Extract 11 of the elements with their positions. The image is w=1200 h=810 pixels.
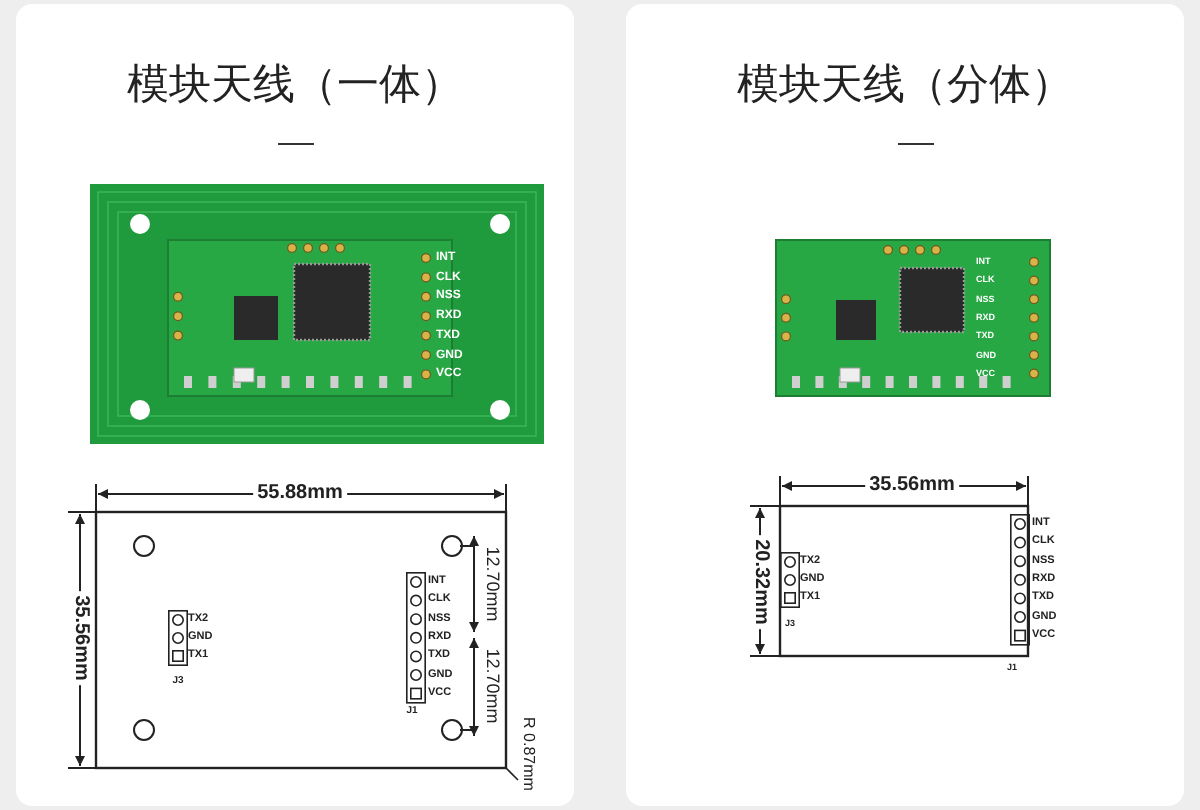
card-title: 模块天线（分体）: [737, 60, 1073, 108]
dimension-label: 55.88mm: [253, 484, 347, 504]
dimension-label: 12.70mm: [483, 542, 501, 626]
product-card: [16, 4, 574, 806]
dimension-label: 12.70mm: [483, 644, 501, 728]
card-title: 模块天线（一体）: [127, 60, 463, 108]
dimension-label: R 0.87mm: [520, 713, 536, 795]
dimension-label: 35.56mm: [70, 591, 90, 685]
dimension-label: 35.56mm: [865, 476, 959, 496]
dimension-label: 20.32mm: [750, 535, 770, 629]
product-card: [626, 4, 1184, 806]
